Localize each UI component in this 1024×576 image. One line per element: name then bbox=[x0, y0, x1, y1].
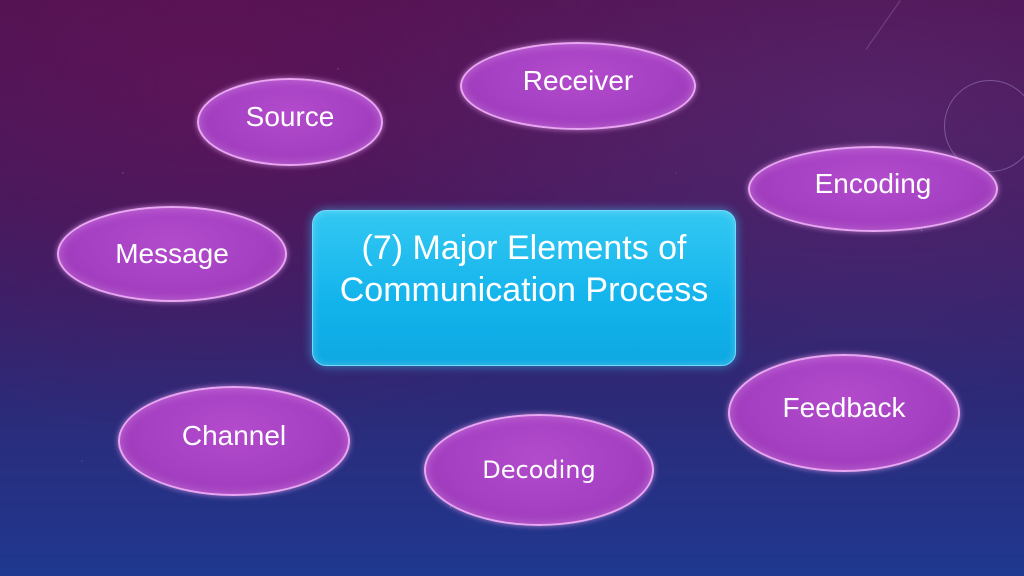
element-message: Message bbox=[57, 206, 287, 302]
diagram-title: (7) Major Elements of Communication Proc… bbox=[339, 229, 709, 309]
element-decoding-label: Decoding bbox=[482, 456, 596, 484]
element-encoding: Encoding bbox=[748, 146, 998, 232]
element-receiver-label: Receiver bbox=[522, 65, 634, 96]
element-encoding-label: Encoding bbox=[814, 168, 932, 199]
element-feedback-label: Feedback bbox=[782, 392, 906, 423]
element-message-label: Message bbox=[115, 238, 229, 269]
element-feedback: Feedback bbox=[728, 354, 960, 472]
element-channel: Channel bbox=[118, 386, 350, 496]
center-title-box: (7) Major Elements of Communication Proc… bbox=[312, 210, 736, 366]
element-receiver: Receiver bbox=[460, 42, 696, 130]
element-decoding: Decoding bbox=[424, 414, 654, 526]
element-source: Source bbox=[197, 78, 383, 166]
element-channel-label: Channel bbox=[181, 420, 287, 451]
element-source-label: Source bbox=[245, 101, 335, 132]
